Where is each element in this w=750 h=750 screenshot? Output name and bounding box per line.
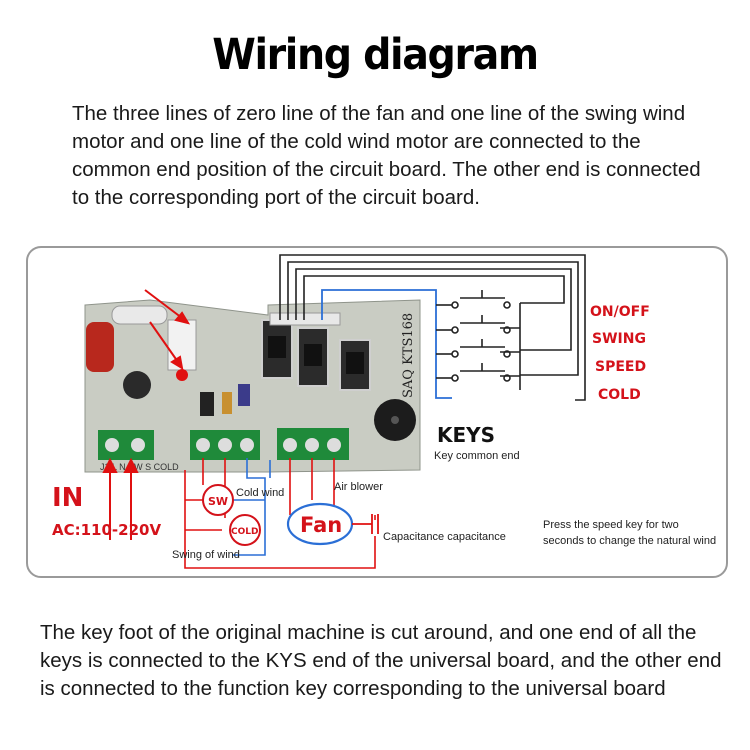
footer-paragraph: The key foot of the original machine is … [40, 621, 722, 700]
key-common-end-label: Key common end [434, 450, 520, 462]
circuit-board: SAQ KTS168 J1 L N SW S COLD [84, 299, 421, 473]
key-label-speed: SPEED [595, 359, 646, 375]
key-label-cold: COLD [598, 387, 641, 403]
key-switches [436, 290, 511, 382]
keys-heading: KEYS [437, 423, 495, 447]
cold-wind-annotation: Cold wind [236, 487, 284, 499]
capacitance-annotation: Capacitance capacitance [383, 531, 506, 543]
cold-motor-symbol [229, 514, 261, 546]
voltage-label: AC:110-220V [52, 521, 161, 539]
board-silk-labels: J1 L N SW S COLD [100, 462, 179, 472]
fan-motor-label: Fan [300, 513, 342, 537]
input-label: IN [52, 483, 83, 513]
swing-motor-label: SW [208, 495, 228, 508]
red-arrows [102, 289, 191, 540]
electrolytic-capacitor [123, 371, 151, 399]
swing-of-wind-annotation: Swing of wind [172, 549, 240, 561]
key-label-swing: SWING [592, 331, 646, 347]
cold-motor-label: COLD [231, 527, 258, 537]
led-indicator [176, 369, 188, 381]
page-title: Wiring diagram [212, 30, 539, 80]
speed-note: Press the speed key for two seconds to c… [543, 519, 716, 547]
board-model: SAQ KTS168 [401, 313, 416, 398]
fan-capacitor-symbol [352, 514, 379, 534]
motor-wires-blue [232, 458, 271, 556]
key-wires-black [279, 254, 586, 401]
key-common-wire [321, 289, 452, 399]
motor-wires-red [184, 458, 376, 569]
swing-motor-symbol [202, 484, 234, 516]
key-label-on-off: ON/OFF [590, 304, 650, 320]
air-blower-annotation: Air blower [334, 481, 383, 493]
resistor-white [111, 305, 168, 325]
intro-paragraph: The three lines of zero line of the fan … [72, 102, 701, 209]
x-capacitor [86, 322, 114, 372]
